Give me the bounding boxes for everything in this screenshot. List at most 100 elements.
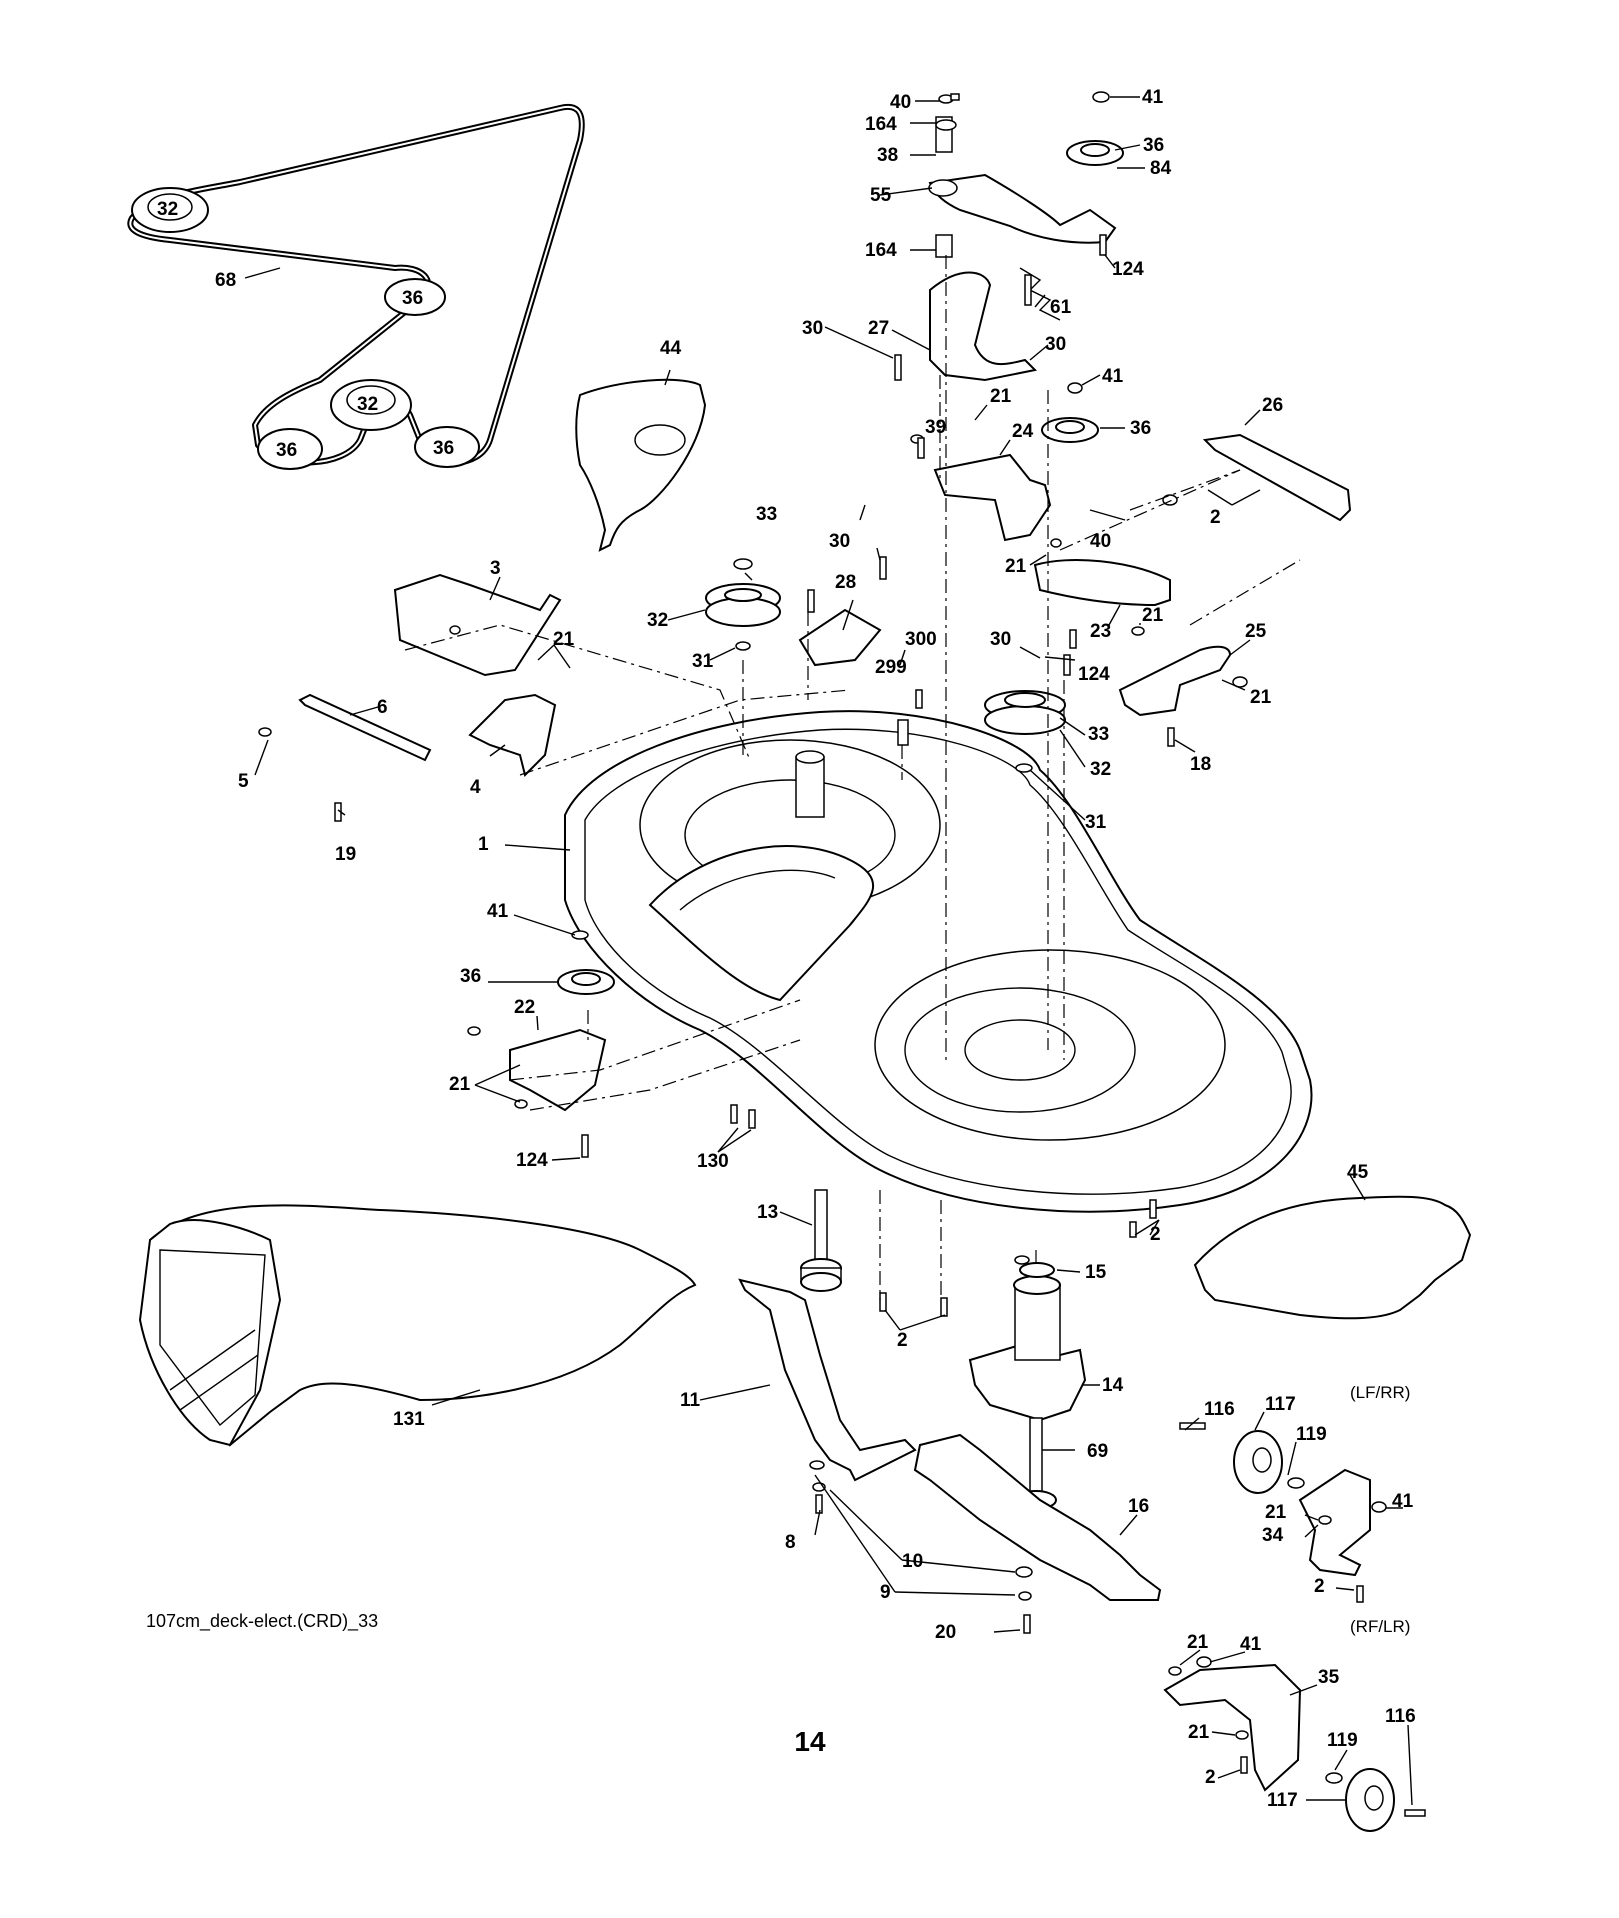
label-21: 21 <box>1188 1722 1210 1743</box>
bracket-27 <box>929 271 1038 382</box>
label-41: 41 <box>1102 366 1124 387</box>
label-69: 69 <box>1087 1441 1108 1462</box>
label-2: 2 <box>1205 1767 1216 1788</box>
label-21: 21 <box>990 386 1012 407</box>
label-11: 11 <box>680 1390 701 1411</box>
label-32: 32 <box>1090 759 1111 780</box>
bracket-3 <box>393 573 562 677</box>
label-21: 21 <box>1187 1632 1209 1653</box>
label-21: 21 <box>1142 605 1164 626</box>
label-34: 34 <box>1262 1525 1284 1546</box>
bracket-23 <box>1033 559 1171 607</box>
label-32: 32 <box>357 394 378 415</box>
label-18: 18 <box>1190 754 1211 775</box>
label-41: 41 <box>1240 1634 1262 1655</box>
label-130: 130 <box>697 1151 729 1172</box>
label-1: 1 <box>478 834 489 855</box>
label-25: 25 <box>1245 621 1267 642</box>
label-131: 131 <box>393 1409 425 1430</box>
label-16: 16 <box>1128 1496 1149 1517</box>
belt-assembly <box>127 103 585 470</box>
label-24: 24 <box>1012 421 1034 442</box>
label-36: 36 <box>402 288 423 309</box>
belt-cover-45 <box>1193 1195 1472 1320</box>
label-21: 21 <box>553 629 575 650</box>
label-3: 3 <box>490 558 501 579</box>
label-36: 36 <box>460 966 481 987</box>
label-13: 13 <box>757 1202 778 1223</box>
variant-label-rear: (RF/LR) <box>1350 1617 1411 1636</box>
label-4: 4 <box>470 777 481 798</box>
label-124: 124 <box>516 1150 548 1171</box>
label-9: 9 <box>880 1582 891 1603</box>
label-2: 2 <box>1150 1224 1161 1245</box>
label-116: 116 <box>1385 1706 1416 1727</box>
part-labels: 40 164 38 55 164 41 36 84 124 61 68 32 3… <box>157 87 1416 1811</box>
label-164: 164 <box>865 240 897 261</box>
label-32: 32 <box>157 199 178 220</box>
belt-pulley-36-right <box>414 426 480 468</box>
discharge-chute <box>138 1204 697 1447</box>
label-22: 22 <box>514 997 535 1018</box>
label-15: 15 <box>1085 1262 1107 1283</box>
gauge-wheel-front <box>1233 1430 1371 1577</box>
bracket-34 <box>1298 1468 1371 1577</box>
bracket-28 <box>798 608 882 667</box>
label-119: 119 <box>1296 1424 1327 1445</box>
hardware <box>258 91 1426 1817</box>
label-5: 5 <box>238 771 249 792</box>
label-26: 26 <box>1262 395 1283 416</box>
label-33: 33 <box>1088 724 1109 745</box>
label-41: 41 <box>1392 1491 1414 1512</box>
spindle-tube <box>795 756 825 818</box>
belt-cover-44 <box>575 378 707 552</box>
label-40: 40 <box>890 92 911 113</box>
label-41: 41 <box>1142 87 1164 108</box>
label-39: 39 <box>925 417 946 438</box>
label-14: 14 <box>1102 1375 1124 1396</box>
label-30: 30 <box>802 318 823 339</box>
label-36: 36 <box>1130 418 1151 439</box>
label-23: 23 <box>1090 621 1111 642</box>
label-40: 40 <box>1090 531 1111 552</box>
label-55: 55 <box>870 185 892 206</box>
idler-arm-55 <box>928 173 1117 244</box>
chute-ramp <box>648 845 874 1002</box>
label-300: 300 <box>905 629 937 650</box>
right-spindle-bowl <box>874 949 1226 1141</box>
mower-deck-housing <box>564 710 1313 1213</box>
label-2: 2 <box>1210 507 1221 528</box>
label-2: 2 <box>1314 1576 1325 1597</box>
label-10: 10 <box>902 1551 923 1572</box>
label-30: 30 <box>990 629 1011 650</box>
alignment-lines <box>404 255 1301 1300</box>
label-28: 28 <box>835 572 856 593</box>
gauge-wheel-rear <box>1163 1663 1395 1832</box>
label-31: 31 <box>1085 812 1107 833</box>
label-30: 30 <box>1045 334 1066 355</box>
label-31: 31 <box>692 651 714 672</box>
label-38: 38 <box>877 145 898 166</box>
label-21: 21 <box>1265 1502 1287 1523</box>
label-84: 84 <box>1150 158 1172 179</box>
label-36: 36 <box>276 440 297 461</box>
belt-pulley-36-left <box>257 428 323 470</box>
label-6: 6 <box>377 697 388 718</box>
spring-61 <box>1019 267 1061 321</box>
label-117: 117 <box>1265 1394 1296 1415</box>
label-27: 27 <box>868 318 889 339</box>
blade-16 <box>913 1433 1162 1601</box>
label-117: 117 <box>1267 1790 1298 1811</box>
label-68: 68 <box>215 270 236 291</box>
label-119: 119 <box>1327 1730 1358 1751</box>
belt-pulley-36-mid <box>384 278 446 316</box>
label-32: 32 <box>647 610 668 631</box>
label-44: 44 <box>660 338 682 359</box>
idler-arm-assembly <box>705 94 1352 735</box>
label-124: 124 <box>1078 664 1110 685</box>
bracket-26 <box>1202 433 1352 522</box>
variant-label-front: (LF/RR) <box>1350 1383 1411 1402</box>
shaft-69 <box>1029 1417 1043 1499</box>
label-8: 8 <box>785 1532 796 1553</box>
